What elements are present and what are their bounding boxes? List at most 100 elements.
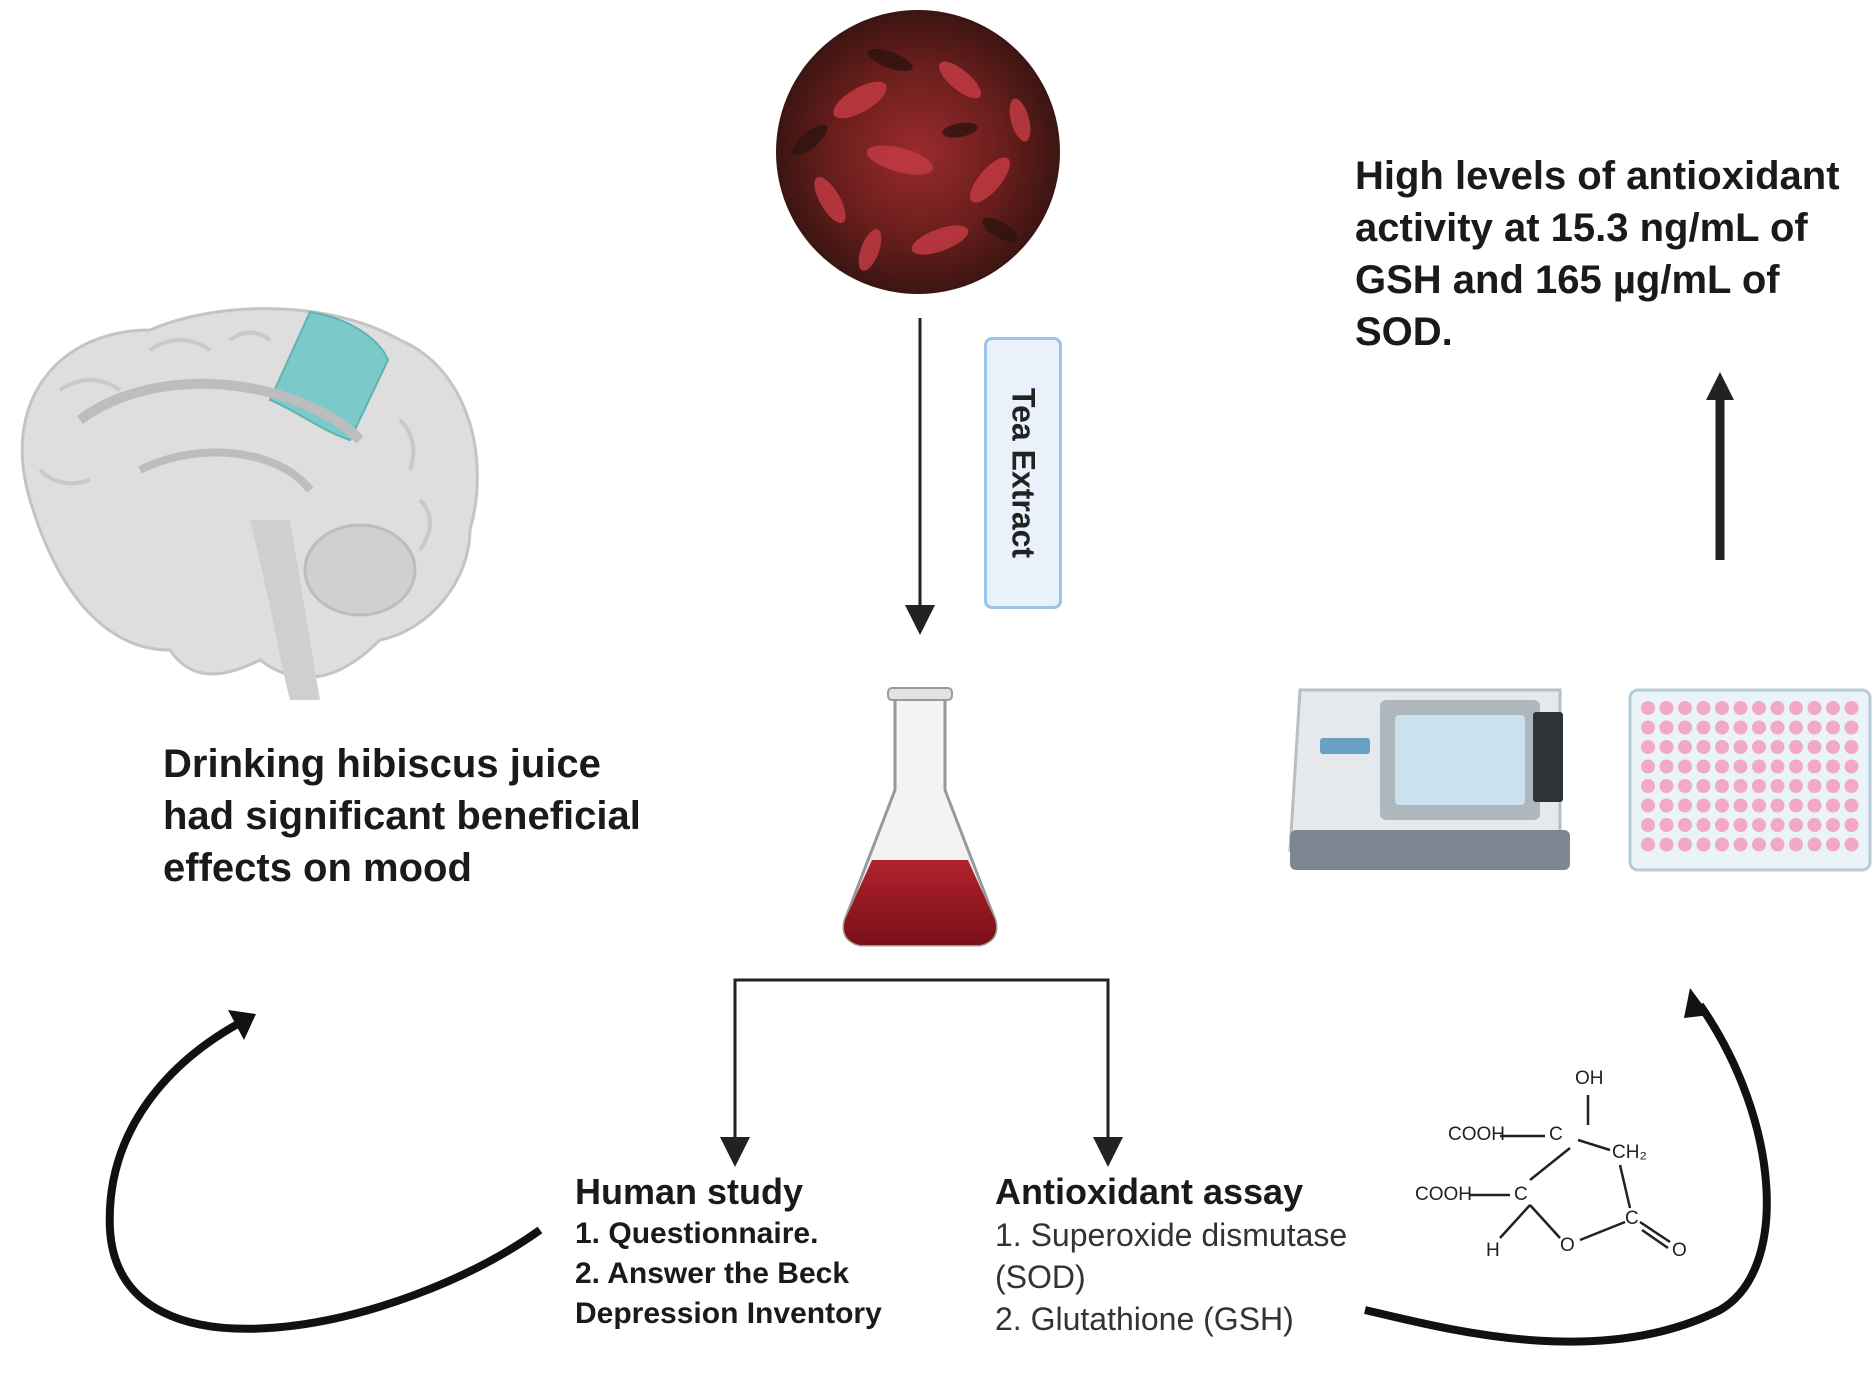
plate-well xyxy=(1678,799,1692,813)
chem-cooh-bottom: COOH xyxy=(1415,1184,1472,1206)
plate-well xyxy=(1752,760,1766,774)
chem-oh: OH xyxy=(1575,1068,1604,1090)
plate-well xyxy=(1715,760,1729,774)
plate-well xyxy=(1678,779,1692,793)
plate-well xyxy=(1715,721,1729,735)
plate-well xyxy=(1660,799,1674,813)
plate-well xyxy=(1734,701,1748,715)
plate-well xyxy=(1826,740,1840,754)
plate-well xyxy=(1715,740,1729,754)
plate-well xyxy=(1752,799,1766,813)
plate-well xyxy=(1678,740,1692,754)
plate-well xyxy=(1845,740,1859,754)
chem-cooh-top: COOH xyxy=(1448,1124,1505,1146)
plate-well xyxy=(1845,721,1859,735)
plate-well xyxy=(1660,740,1674,754)
plate-well xyxy=(1752,838,1766,852)
plate-well xyxy=(1734,818,1748,832)
plate-well xyxy=(1734,721,1748,735)
split-connector xyxy=(735,980,1108,1150)
plate-well xyxy=(1660,779,1674,793)
plate-well xyxy=(1641,779,1655,793)
plate-well xyxy=(1715,701,1729,715)
plate-well xyxy=(1734,799,1748,813)
plate-well xyxy=(1660,721,1674,735)
plate-well xyxy=(1808,760,1822,774)
plate-well xyxy=(1771,799,1785,813)
plate-well xyxy=(1826,799,1840,813)
plate-well xyxy=(1789,760,1803,774)
plate-well xyxy=(1697,779,1711,793)
plate-well xyxy=(1715,818,1729,832)
plate-well xyxy=(1771,701,1785,715)
plate-well xyxy=(1641,838,1655,852)
plate-well xyxy=(1678,818,1692,832)
plate-well xyxy=(1808,799,1822,813)
plate-well xyxy=(1697,701,1711,715)
plate-well xyxy=(1771,779,1785,793)
plate-well xyxy=(1771,838,1785,852)
plate-well xyxy=(1697,818,1711,832)
plate-well xyxy=(1678,701,1692,715)
plate-well xyxy=(1826,818,1840,832)
plate-well xyxy=(1660,818,1674,832)
human-study-block: Human study 1. Questionnaire. 2. Answer … xyxy=(575,1170,955,1334)
human-study-item-1: 1. Questionnaire. xyxy=(575,1214,955,1254)
plate-well xyxy=(1697,760,1711,774)
chemical-structure-bonds xyxy=(1470,1095,1670,1248)
plate-well xyxy=(1752,779,1766,793)
plate-well xyxy=(1789,818,1803,832)
plate-well xyxy=(1845,760,1859,774)
human-study-item-2: 2. Answer the Beck Depression Inventory xyxy=(575,1254,955,1334)
plate-reader-image xyxy=(1290,690,1570,870)
plate-well xyxy=(1845,779,1859,793)
plate-well xyxy=(1678,760,1692,774)
plate-well xyxy=(1641,701,1655,715)
plate-well xyxy=(1826,721,1840,735)
antioxidant-assay-item-2: 2. Glutathione (GSH) xyxy=(995,1298,1395,1340)
plate-well xyxy=(1641,818,1655,832)
plate-well xyxy=(1826,760,1840,774)
plate-well xyxy=(1734,760,1748,774)
plate-well xyxy=(1715,779,1729,793)
chem-c-mid: C xyxy=(1514,1184,1528,1206)
plate-well xyxy=(1752,721,1766,735)
plate-well xyxy=(1808,779,1822,793)
plate-well xyxy=(1752,818,1766,832)
antioxidant-assay-title: Antioxidant assay xyxy=(995,1170,1395,1214)
chem-o-ring: O xyxy=(1560,1235,1575,1257)
curved-arrow-to-instruments xyxy=(1365,1005,1767,1342)
plate-well xyxy=(1845,838,1859,852)
plate-well xyxy=(1789,701,1803,715)
curved-arrow-to-brain xyxy=(110,1020,540,1329)
tea-extract-label: Tea Extract xyxy=(984,337,1062,609)
plate-well xyxy=(1789,838,1803,852)
microplate-image xyxy=(1630,690,1870,870)
plate-well xyxy=(1789,799,1803,813)
plate-well xyxy=(1660,838,1674,852)
plate-well xyxy=(1641,721,1655,735)
plate-well xyxy=(1697,721,1711,735)
plate-well xyxy=(1660,701,1674,715)
plate-well xyxy=(1789,779,1803,793)
hibiscus-tea-image xyxy=(776,10,1060,294)
plate-well xyxy=(1826,779,1840,793)
brain-image xyxy=(22,309,477,700)
plate-well xyxy=(1641,740,1655,754)
plate-well xyxy=(1641,760,1655,774)
chem-c-top: C xyxy=(1549,1124,1563,1146)
antioxidant-assay-item-1: 1. Superoxide dismutase (SOD) xyxy=(995,1214,1395,1298)
plate-well xyxy=(1734,740,1748,754)
chem-ch2: CH₂ xyxy=(1612,1142,1647,1164)
plate-well xyxy=(1771,760,1785,774)
plate-well xyxy=(1678,721,1692,735)
plate-well xyxy=(1752,701,1766,715)
chem-h: H xyxy=(1486,1240,1500,1262)
plate-well xyxy=(1845,818,1859,832)
chem-o-carbonyl: O xyxy=(1672,1240,1687,1262)
plate-well xyxy=(1771,740,1785,754)
plate-well xyxy=(1808,701,1822,715)
plate-well xyxy=(1808,818,1822,832)
result-text: High levels of antioxidant activity at 1… xyxy=(1355,150,1875,358)
plate-well xyxy=(1789,721,1803,735)
